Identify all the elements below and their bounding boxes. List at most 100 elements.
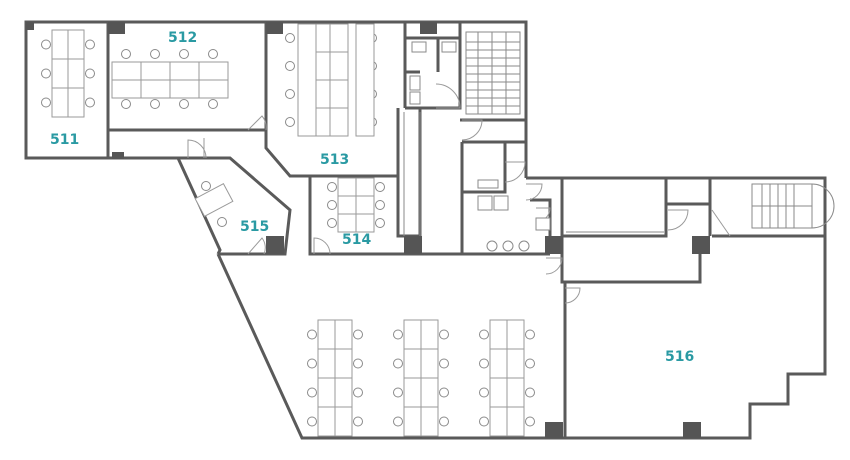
desk [67,29,85,60]
desk [334,319,353,350]
chair [285,61,295,71]
chair [393,358,403,369]
walls [24,20,827,440]
desk [198,79,229,99]
chair [41,97,51,108]
desk [297,23,317,137]
desk [506,406,525,437]
desk [194,182,234,218]
chair [179,99,189,109]
desk [140,79,171,99]
chair [208,49,218,59]
desk [355,23,375,137]
desk [403,406,422,437]
chair [307,329,317,340]
desk [51,58,69,89]
desk [337,195,357,215]
desk [111,61,142,81]
desk [355,195,375,215]
desk [403,377,422,408]
furniture [41,23,535,437]
desk [329,23,349,53]
desk [317,319,336,350]
chair [307,416,317,427]
desk [317,348,336,379]
desk [334,348,353,379]
desk [403,319,422,350]
chair [353,329,363,340]
desk [198,61,229,81]
chair [525,329,535,340]
restroom-fixtures [409,41,551,252]
chair [479,416,489,427]
chair [285,89,295,99]
corridor-lines [403,112,664,236]
chair [327,182,337,192]
desk [51,87,69,118]
chair [375,218,385,228]
chair [479,387,489,398]
desk [334,377,353,408]
chair [439,416,449,427]
room-label-512: 512 [168,30,197,46]
desk [506,377,525,408]
desk [329,79,349,109]
desk [329,107,349,137]
room-label-514: 514 [342,232,371,248]
desk [420,377,439,408]
desk [420,348,439,379]
desk [489,377,508,408]
chair [479,329,489,340]
room-label-511: 511 [50,132,79,148]
chair [85,39,95,50]
chair [375,200,385,210]
desk [489,348,508,379]
desk [506,319,525,350]
desk [317,406,336,437]
chair [327,200,337,210]
desk [420,406,439,437]
desk [337,213,357,233]
desk [420,319,439,350]
desk [111,79,142,99]
chair [327,218,337,228]
chair [41,68,51,79]
desk [51,29,69,60]
chair [353,416,363,427]
desk [489,319,508,350]
chair [353,387,363,398]
chair [307,358,317,369]
chair [85,68,95,79]
room-label-513: 513 [320,152,349,168]
chair [217,217,227,227]
desk [355,213,375,233]
chair [179,49,189,59]
desk [403,348,422,379]
chair [479,358,489,369]
chair [375,182,385,192]
room-label-516: 516 [665,349,694,365]
desk [506,348,525,379]
chair [393,387,403,398]
chair [525,416,535,427]
stairs-east [751,183,835,229]
chair [285,117,295,127]
desk [489,406,508,437]
chair [208,99,218,109]
chair [439,358,449,369]
chair [439,387,449,398]
desk [169,79,200,99]
doors [187,83,731,304]
desk [67,87,85,118]
desk [329,51,349,81]
desk [337,177,357,197]
chair [525,358,535,369]
desk [317,377,336,408]
chair [525,387,535,398]
desk [169,61,200,81]
chair [85,97,95,108]
desk [334,406,353,437]
desk [67,58,85,89]
room-label-515: 515 [240,219,269,235]
